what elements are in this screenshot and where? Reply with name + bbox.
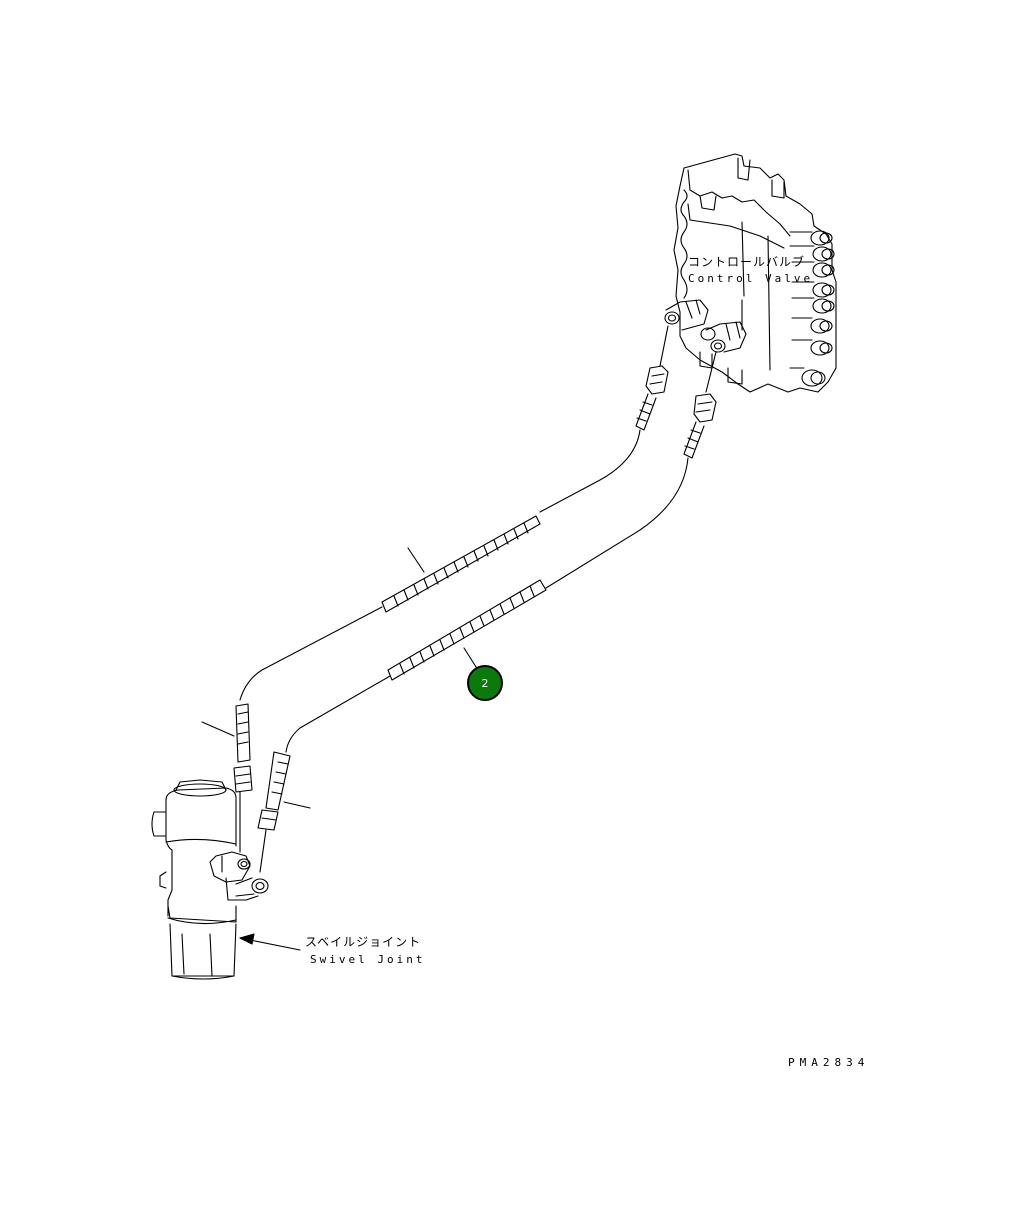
part-callout-number: 2: [481, 676, 489, 690]
valve-elbow-fittings: [664, 299, 747, 353]
swivel-joint-arrow: [239, 933, 301, 951]
swivel-port-fittings: [209, 851, 269, 901]
swivel-joint-label-en: Swivel Joint: [310, 953, 426, 966]
control-valve-label-jp: コントロールバルブ: [688, 255, 806, 269]
hose-assembly-2: [257, 351, 717, 873]
leader-lines: [201, 547, 479, 809]
swivel-joint-label-jp: スベイルジョイント: [305, 935, 422, 949]
hose-assembly-1: [233, 325, 669, 853]
valve-spool-caps: [789, 230, 835, 387]
control-valve-drawing: [664, 153, 837, 393]
control-valve-label-en: Control Valve: [688, 272, 814, 285]
part-callout-2[interactable]: 2: [467, 665, 503, 701]
swivel-joint-drawing: [151, 779, 269, 980]
drawing-code: PMA2834: [788, 1056, 870, 1069]
